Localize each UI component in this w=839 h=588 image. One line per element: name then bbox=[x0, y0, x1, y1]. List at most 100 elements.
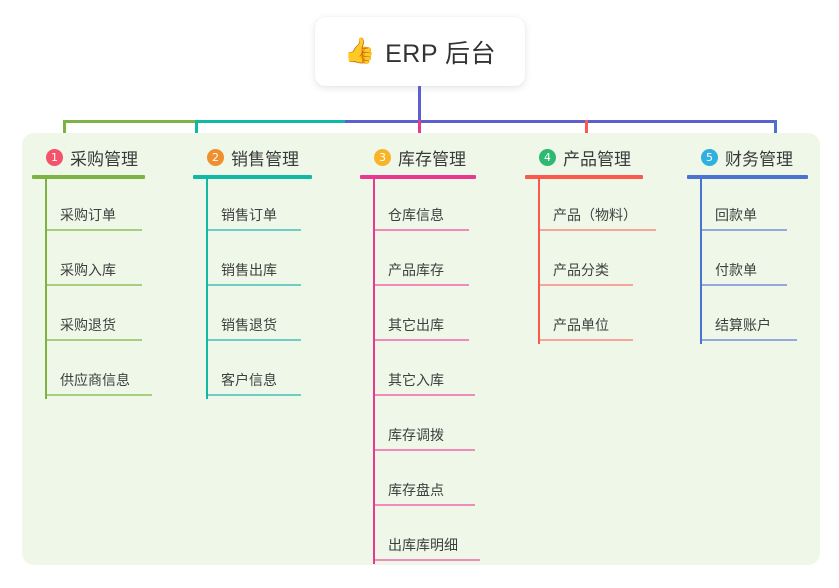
column-header-purchase[interactable]: 1 采购管理 bbox=[32, 146, 145, 169]
leaf-item[interactable]: 付款单 bbox=[689, 234, 808, 289]
leaf-list-product: 产品（物料） 产品分类产品单位 bbox=[525, 179, 656, 344]
leaf-item-rule bbox=[375, 449, 475, 451]
leaf-item-rule bbox=[375, 394, 475, 396]
leaf-item-label: 产品（物料） bbox=[553, 207, 637, 223]
drop-root bbox=[418, 86, 421, 120]
column-purchase: 1 采购管理采购订单采购入库采购退货供应商信息 bbox=[32, 146, 152, 399]
leaf-item[interactable]: 供应商信息 bbox=[34, 344, 152, 399]
column-badge-finance: 5 bbox=[701, 148, 718, 166]
leaf-item-label: 结算账户 bbox=[715, 317, 771, 333]
leaf-item-rule bbox=[208, 284, 301, 286]
leaf-item-label: 供应商信息 bbox=[60, 372, 130, 388]
leaf-item-rule bbox=[702, 339, 797, 341]
leaf-item[interactable]: 仓库信息 bbox=[362, 179, 476, 234]
column-title-product: 产品管理 bbox=[563, 149, 631, 169]
leaf-item-label: 出库库明细 bbox=[388, 537, 458, 553]
leaf-spine-finance bbox=[700, 179, 702, 344]
leaf-item-rule bbox=[47, 339, 142, 341]
leaf-item-label: 仓库信息 bbox=[388, 207, 444, 223]
leaf-item-rule bbox=[375, 504, 475, 506]
leaf-item-label: 回款单 bbox=[715, 207, 757, 223]
leaf-item-label: 销售订单 bbox=[221, 207, 277, 223]
column-title-inventory: 库存管理 bbox=[398, 149, 466, 169]
leaf-item-rule bbox=[47, 394, 152, 396]
column-badge-product: 4 bbox=[539, 148, 556, 166]
column-finance: 5 财务管理回款单付款单结算账户 bbox=[687, 146, 808, 344]
column-title-finance: 财务管理 bbox=[725, 149, 793, 169]
diagram-panel bbox=[22, 133, 820, 565]
leaf-item[interactable]: 客户信息 bbox=[195, 344, 312, 399]
leaf-item[interactable]: 销售出库 bbox=[195, 234, 312, 289]
leaf-item[interactable]: 产品分类 bbox=[527, 234, 643, 289]
column-header-product[interactable]: 4 产品管理 bbox=[525, 146, 643, 169]
root-node-card[interactable]: 👍 ERP 后台 bbox=[315, 17, 525, 86]
leaf-item-rule bbox=[375, 229, 469, 231]
column-product: 4 产品管理产品（物料） 产品分类产品单位 bbox=[525, 146, 656, 344]
leaf-item[interactable]: 库存调拨 bbox=[362, 399, 476, 454]
leaf-item[interactable]: 采购退货 bbox=[34, 289, 145, 344]
column-badge-purchase: 1 bbox=[46, 148, 63, 166]
leaf-spine-sales bbox=[206, 179, 208, 399]
leaf-item[interactable]: 产品（物料） bbox=[527, 179, 656, 234]
leaf-spine-product bbox=[538, 179, 540, 344]
leaf-item[interactable]: 结算账户 bbox=[689, 289, 808, 344]
column-badge-inventory: 3 bbox=[374, 148, 391, 166]
leaf-item-rule bbox=[208, 229, 301, 231]
leaf-spine-purchase bbox=[45, 179, 47, 399]
leaf-item-label: 客户信息 bbox=[221, 372, 277, 388]
leaf-item-label: 库存调拨 bbox=[388, 427, 444, 443]
leaf-list-finance: 回款单付款单结算账户 bbox=[687, 179, 808, 344]
leaf-item-label: 其它出库 bbox=[388, 317, 444, 333]
leaf-item[interactable]: 出库库明细 bbox=[362, 509, 480, 564]
leaf-item-rule bbox=[375, 339, 469, 341]
leaf-item-rule bbox=[375, 284, 469, 286]
root-node-title: ERP 后台 bbox=[385, 39, 497, 68]
leaf-item-rule bbox=[540, 284, 633, 286]
leaf-item-rule bbox=[375, 559, 480, 561]
column-rule-finance bbox=[687, 175, 808, 179]
leaf-item-label: 销售退货 bbox=[221, 317, 277, 333]
leaf-item[interactable]: 其它入库 bbox=[362, 344, 476, 399]
column-rule-product bbox=[525, 175, 643, 179]
leaf-item-label: 付款单 bbox=[715, 262, 757, 278]
leaf-item-label: 产品库存 bbox=[388, 262, 444, 278]
leaf-item-label: 采购退货 bbox=[60, 317, 116, 333]
leaf-item-label: 销售出库 bbox=[221, 262, 277, 278]
column-rule-sales bbox=[193, 175, 312, 179]
leaf-item-label: 采购入库 bbox=[60, 262, 116, 278]
leaf-item-rule bbox=[47, 229, 142, 231]
column-title-purchase: 采购管理 bbox=[70, 149, 138, 169]
leaf-item-rule bbox=[702, 284, 787, 286]
leaf-item-rule bbox=[540, 339, 633, 341]
bar-teal bbox=[195, 120, 345, 123]
leaf-item[interactable]: 产品单位 bbox=[527, 289, 643, 344]
leaf-item[interactable]: 回款单 bbox=[689, 179, 808, 234]
leaf-item-label: 库存盘点 bbox=[388, 482, 444, 498]
leaf-item-label: 产品单位 bbox=[553, 317, 609, 333]
leaf-list-inventory: 仓库信息产品库存其它出库其它入库库存调拨库存盘点出库库明细 bbox=[360, 179, 480, 564]
column-header-inventory[interactable]: 3 库存管理 bbox=[360, 146, 476, 169]
leaf-item[interactable]: 采购订单 bbox=[34, 179, 145, 234]
column-inventory: 3 库存管理仓库信息产品库存其它出库其它入库库存调拨库存盘点出库库明细 bbox=[360, 146, 480, 564]
leaf-item-rule bbox=[208, 339, 301, 341]
leaf-list-purchase: 采购订单采购入库采购退货供应商信息 bbox=[32, 179, 152, 399]
leaf-item-label: 产品分类 bbox=[553, 262, 609, 278]
thumbs-up-icon: 👍 bbox=[343, 37, 376, 65]
leaf-list-sales: 销售订单销售出库销售退货客户信息 bbox=[193, 179, 312, 399]
column-title-sales: 销售管理 bbox=[231, 149, 299, 169]
column-header-finance[interactable]: 5 财务管理 bbox=[687, 146, 808, 169]
leaf-item[interactable]: 采购入库 bbox=[34, 234, 145, 289]
leaf-item[interactable]: 产品库存 bbox=[362, 234, 476, 289]
bar-blue bbox=[345, 120, 775, 123]
leaf-item[interactable]: 其它出库 bbox=[362, 289, 476, 344]
column-rule-inventory bbox=[360, 175, 476, 179]
leaf-item-rule bbox=[540, 229, 656, 231]
leaf-item-label: 其它入库 bbox=[388, 372, 444, 388]
leaf-item[interactable]: 销售退货 bbox=[195, 289, 312, 344]
leaf-item-rule bbox=[702, 229, 787, 231]
leaf-item-rule bbox=[208, 394, 301, 396]
leaf-item[interactable]: 库存盘点 bbox=[362, 454, 476, 509]
leaf-item[interactable]: 销售订单 bbox=[195, 179, 312, 234]
